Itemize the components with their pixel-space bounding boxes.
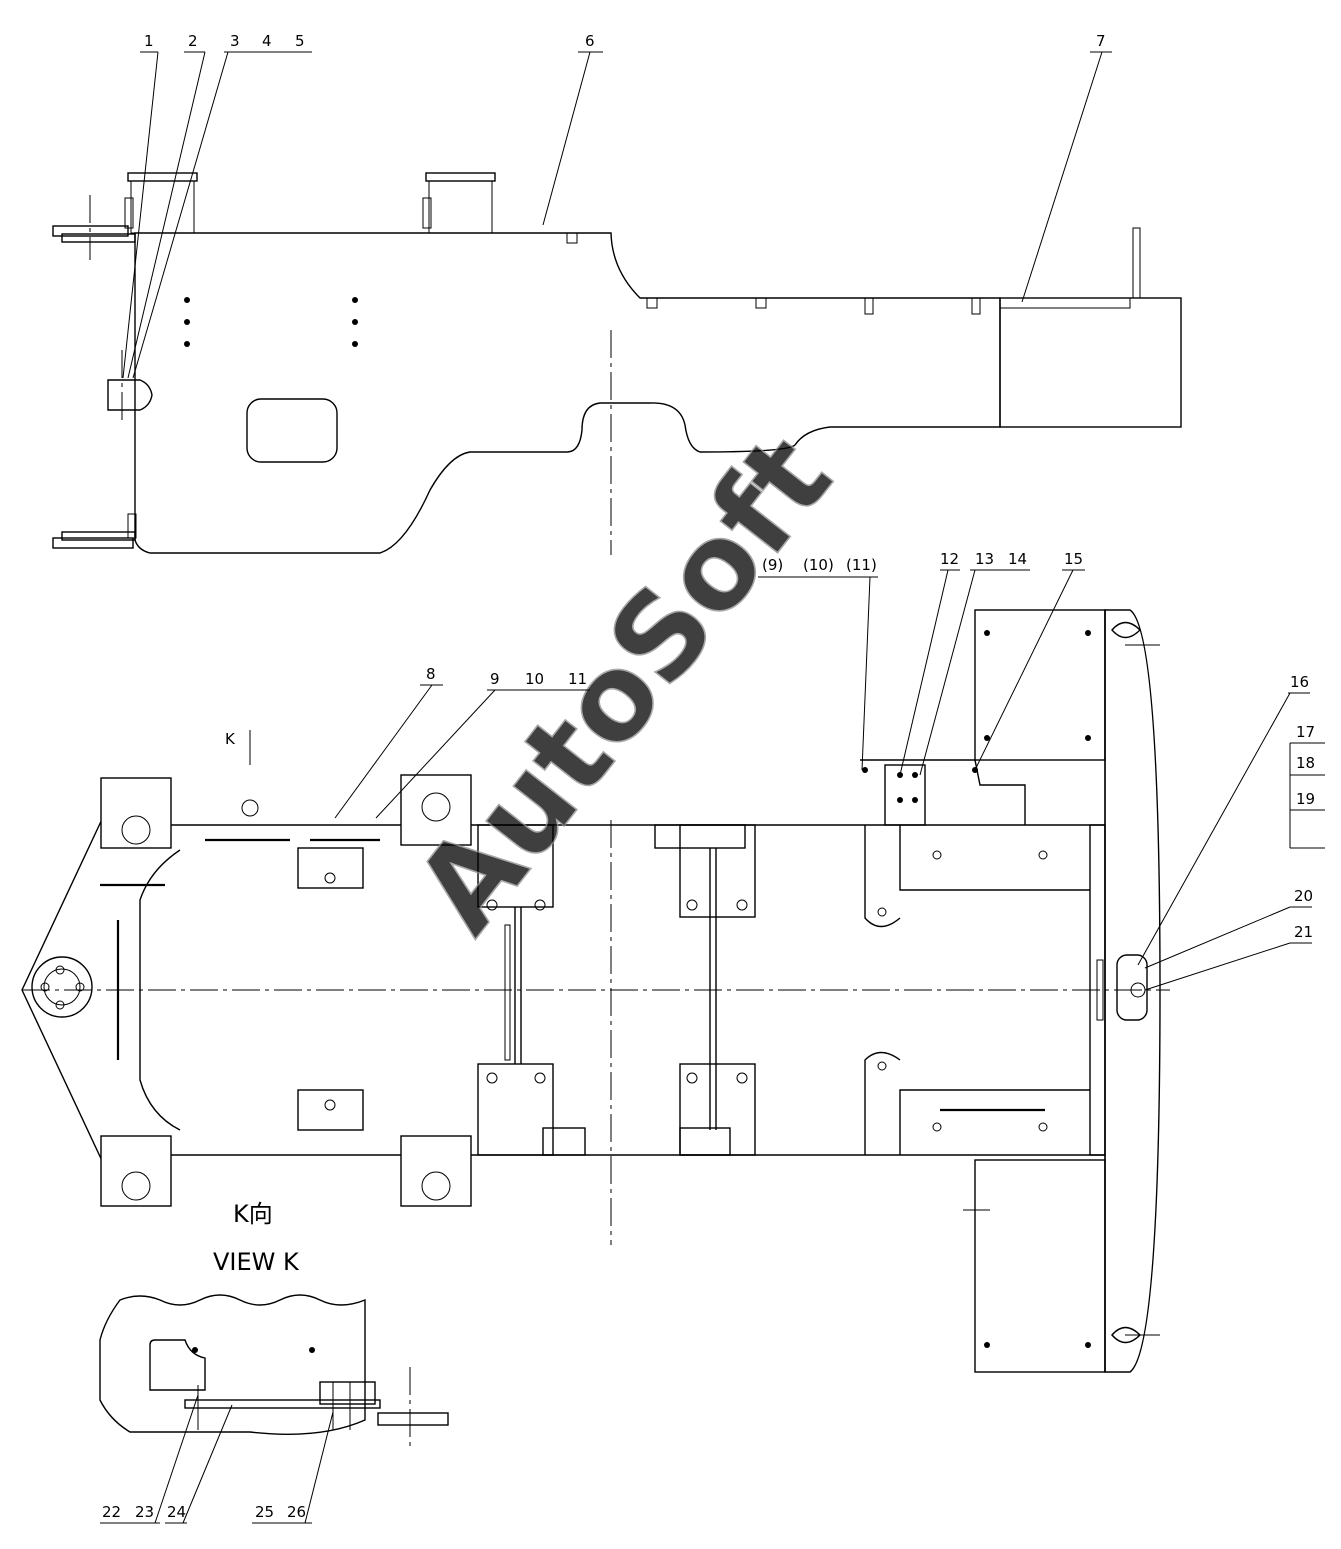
callout-17: 17 bbox=[1296, 723, 1315, 741]
callout-labels: 1 2 3 4 5 6 7 8 9 10 11 (9) (10) (11) 12… bbox=[102, 32, 1315, 1521]
side-elevation-view bbox=[52, 172, 1182, 555]
leader-lines bbox=[100, 51, 1312, 1524]
view-k-detail bbox=[99, 1294, 449, 1450]
callout-5: 5 bbox=[295, 32, 305, 50]
callout-10-ref: (10) bbox=[803, 556, 834, 574]
callout-9: 9 bbox=[490, 670, 500, 688]
callout-2: 2 bbox=[188, 32, 198, 50]
callout-11: 11 bbox=[568, 670, 587, 688]
view-marker-k: K bbox=[225, 730, 236, 748]
callout-8: 8 bbox=[426, 665, 436, 683]
callout-20: 20 bbox=[1294, 887, 1313, 905]
callout-4: 4 bbox=[262, 32, 272, 50]
view-label-en: VIEW K bbox=[213, 1248, 300, 1276]
callout-14: 14 bbox=[1008, 550, 1027, 568]
callout-12: 12 bbox=[940, 550, 959, 568]
callout-16: 16 bbox=[1290, 673, 1309, 691]
callout-23: 23 bbox=[135, 1503, 154, 1521]
callout-26: 26 bbox=[287, 1503, 306, 1521]
plan-view bbox=[21, 609, 1325, 1373]
watermark-text: AutoSoft bbox=[388, 410, 858, 957]
callout-22: 22 bbox=[102, 1503, 121, 1521]
callout-21: 21 bbox=[1294, 923, 1313, 941]
callout-15: 15 bbox=[1064, 550, 1083, 568]
callout-3: 3 bbox=[230, 32, 240, 50]
callout-10: 10 bbox=[525, 670, 544, 688]
callout-25: 25 bbox=[255, 1503, 274, 1521]
callout-7: 7 bbox=[1096, 32, 1106, 50]
callout-18: 18 bbox=[1296, 754, 1315, 772]
callout-19: 19 bbox=[1296, 790, 1315, 808]
callout-11-ref: (11) bbox=[846, 556, 877, 574]
callout-24: 24 bbox=[167, 1503, 186, 1521]
callout-1: 1 bbox=[144, 32, 154, 50]
plan-bolts bbox=[40, 630, 1091, 1348]
callout-9-ref: (9) bbox=[762, 556, 783, 574]
view-label-cn: K向 bbox=[233, 1200, 273, 1228]
callout-13: 13 bbox=[975, 550, 994, 568]
callout-6: 6 bbox=[585, 32, 595, 50]
